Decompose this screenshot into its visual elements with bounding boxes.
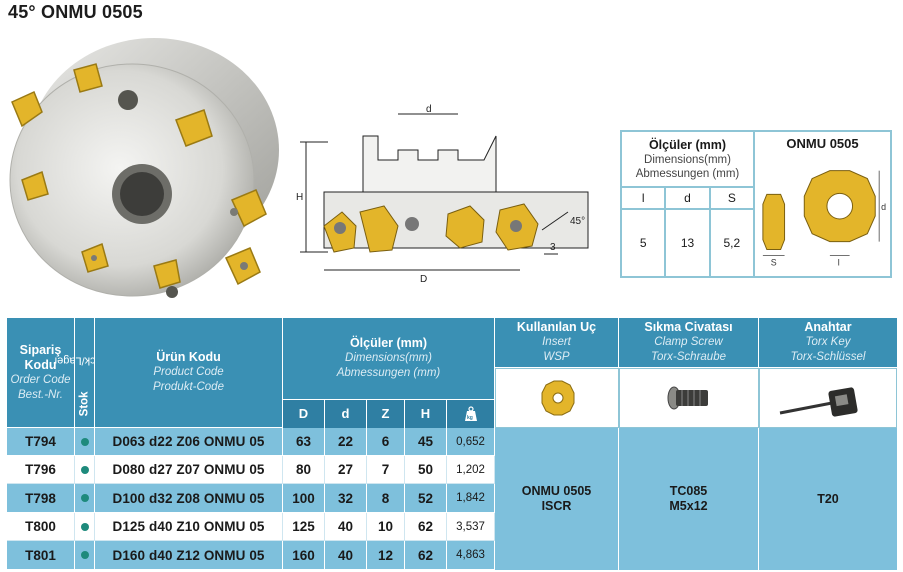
col-Z: Z — [367, 400, 405, 428]
header-order-code: Sipariş Kodu Order Code Best.-Nr. — [7, 318, 75, 428]
stock-indicator — [75, 513, 95, 541]
header-clamp-screw: Sıkma Civatası Clamp Screw Torx-Schraube — [619, 318, 759, 368]
dim-label-H: H — [296, 192, 303, 203]
insert-dimensions-table: Ölçüler (mm) Dimensions(mm) Abmessungen … — [620, 130, 892, 278]
insert-dims-columns: l d S — [622, 188, 753, 210]
torx-key-picture — [759, 368, 897, 428]
technical-drawing: d H D 45° 3 — [296, 104, 589, 285]
weight-icon: kg — [464, 406, 477, 421]
dim-label-d: d — [426, 104, 432, 115]
col-H: H — [405, 400, 447, 428]
header-torx-key: Anahtar Torx Key Torx-Schlüssel — [759, 318, 897, 368]
product-table: Sipariş Kodu Order Code Best.-Nr. Stok/S… — [7, 318, 897, 570]
header-insert: Kullanılan Uç Insert WSP — [495, 318, 619, 368]
dim-label-D: D — [420, 274, 427, 285]
header-dimensions: Ölçüler (mm) Dimensions(mm) Abmessungen … — [283, 318, 495, 400]
stock-indicator — [75, 484, 95, 513]
col-weight: kg — [447, 400, 495, 428]
stock-indicator — [75, 541, 95, 570]
clamp-screw-value-cell: TC085 M5x12 — [619, 428, 759, 570]
insert-dims-values: 5 13 5,2 — [622, 210, 753, 276]
page-title: 45° ONMU 0505 — [8, 2, 143, 22]
dim-label-angle: 45° — [570, 216, 585, 227]
clamp-screw-picture — [619, 368, 759, 428]
col-d: d — [325, 400, 367, 428]
stock-indicator — [75, 456, 95, 484]
header-stock: Stok/Stock/Lager — [54, 318, 115, 428]
insert-name: ONMU 0505 — [786, 136, 859, 151]
insert-picture — [495, 368, 619, 428]
milling-cutter-image — [9, 38, 279, 298]
insert-label-l: l — [838, 257, 840, 267]
insert-label-S: S — [771, 257, 777, 267]
insert-label-d: d — [881, 202, 886, 212]
svg-text:kg: kg — [467, 415, 473, 421]
dim-label-depth: 3 — [550, 242, 556, 253]
col-D: D — [283, 400, 325, 428]
insert-dims-header: Ölçüler (mm) Dimensions(mm) Abmessungen … — [622, 132, 753, 188]
insert-drawing: S d l — [762, 170, 886, 267]
insert-value-cell: ONMU 0505 ISCR — [495, 428, 619, 570]
header-product-code: Ürün Kodu Product Code Produkt-Code — [95, 318, 283, 428]
stock-indicator — [75, 428, 95, 456]
torx-key-value-cell: T20 — [759, 428, 897, 570]
